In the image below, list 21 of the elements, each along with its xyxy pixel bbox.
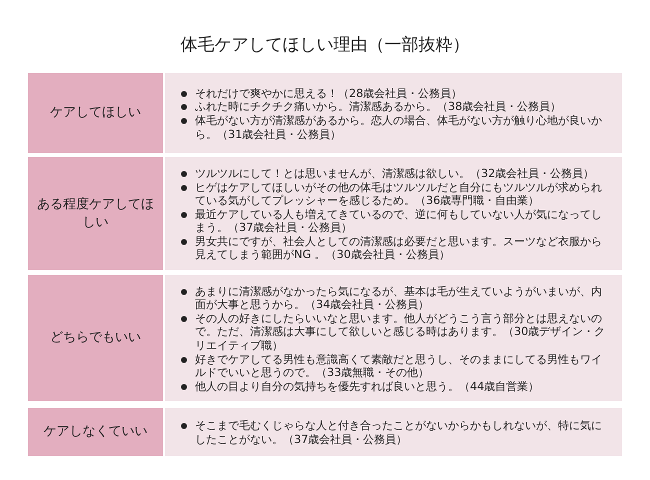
diagram-title: 体毛ケアしてほしい理由（一部抜粋） xyxy=(180,34,470,56)
bullet-comment: ヒゲはケアしてほしいがその他の体毛はツルツルだと自分にもツルツルが求められている気がしてプレッシャーを感じるため。（36歳専門職・自由業） xyxy=(195,180,603,208)
bullet-comment: 最近ケアしている人も増えてきているので、逆に何もしていない人が気になってしまう。（37歳会社員・公務員） xyxy=(195,208,603,235)
comment-panel xyxy=(165,408,622,456)
bullet-comment: 体毛がない方が清潔感があるから。恋人の場合、体毛がない方が触り心地が良いから。（31歳会社員・公務員） xyxy=(195,114,603,142)
bullet-comment: あまりに清潔感がなかったら気になるが、基本は毛が生えていようがいまいが、内面が大事と思うから。（34歳会社員・公務員） xyxy=(195,284,603,312)
comment-panel xyxy=(165,157,622,270)
bullet-comment: ツルツルにして！とは思いませんが、清潔感は欲しい。（32歳会社員・公務員） xyxy=(195,166,596,181)
bullet-comment: そこまで毛むくじゃらな人と付き合ったことがないからかもしれないが、特に気にしたことがない。（37歳会社員・公務員） xyxy=(195,419,603,447)
bullet-comment: 好きでケアしてる男性も意識高くて素敵だと思うし、そのままにしてる男性もワイルドでいいと思うので。（33歳無職・その他） xyxy=(195,352,603,380)
bullet-comment: 他人の目より自分の気持ちを優先すれば良いと思う。（44歳自営業） xyxy=(195,380,540,394)
bullet-comment: 男女共にですが、社会人としての清潔感は必要だと思います。スーツなど衣服から見えてしまう範囲がNG 。（30歳会社員・公務員） xyxy=(195,234,603,262)
comment-panel xyxy=(165,275,622,401)
category-cell: どちらでもいい xyxy=(28,275,163,401)
category-cell: ケアしてほしい xyxy=(28,73,163,153)
category-cell: ある程度ケアしてほしい xyxy=(28,157,163,270)
comment-panel xyxy=(165,73,622,153)
bullet-comment: その人の好きにしたらいいなと思います。他人がどうこう言う部分とは思えないので。ただ、清潔感は大事にして欲しいと感じる時はあります。（30歳デザイン・クリエイティブ職） xyxy=(195,312,606,353)
bullet-comment: ふれた時にチクチク痛いから。清潔感あるから。（38歳会社員・公務員） xyxy=(195,100,562,114)
bullet-comment: それだけで爽やかに思える！（28歳会社員・公務員） xyxy=(195,86,464,100)
category-cell: ケアしなくていい xyxy=(28,408,163,456)
